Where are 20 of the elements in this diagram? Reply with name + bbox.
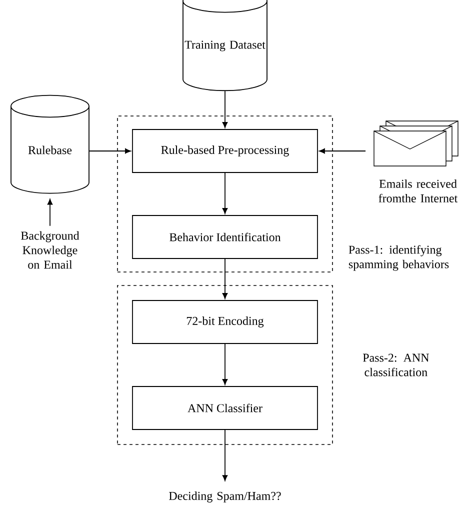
database-cylinder: Training Dataset	[182, 0, 268, 92]
arrow	[222, 430, 228, 481]
group-label: Pass-2: ANN classification	[362, 354, 429, 376]
database-cylinder: Rulebase	[10, 94, 90, 194]
node-label: Emails received fromthe Internet	[378, 179, 458, 202]
process-box: 72-bit Encoding	[132, 300, 318, 344]
arrow	[222, 172, 228, 214]
arrow	[222, 90, 228, 128]
text-label: Background Knowledge on Email	[21, 231, 80, 269]
arrow	[222, 344, 228, 385]
process-box: Behavior Identification	[132, 215, 318, 259]
arrow	[89, 148, 131, 154]
process-box: Rule-based Pre-processing	[132, 129, 318, 173]
arrow	[222, 258, 228, 299]
arrow	[319, 148, 366, 154]
arrow	[47, 198, 53, 226]
process-box: ANN Classifier	[132, 386, 318, 430]
envelope-drawing	[374, 120, 458, 166]
text-label: Deciding Spam/Ham??	[169, 492, 281, 502]
group-label: Pass-1: identifying spamming behaviors	[348, 245, 449, 271]
